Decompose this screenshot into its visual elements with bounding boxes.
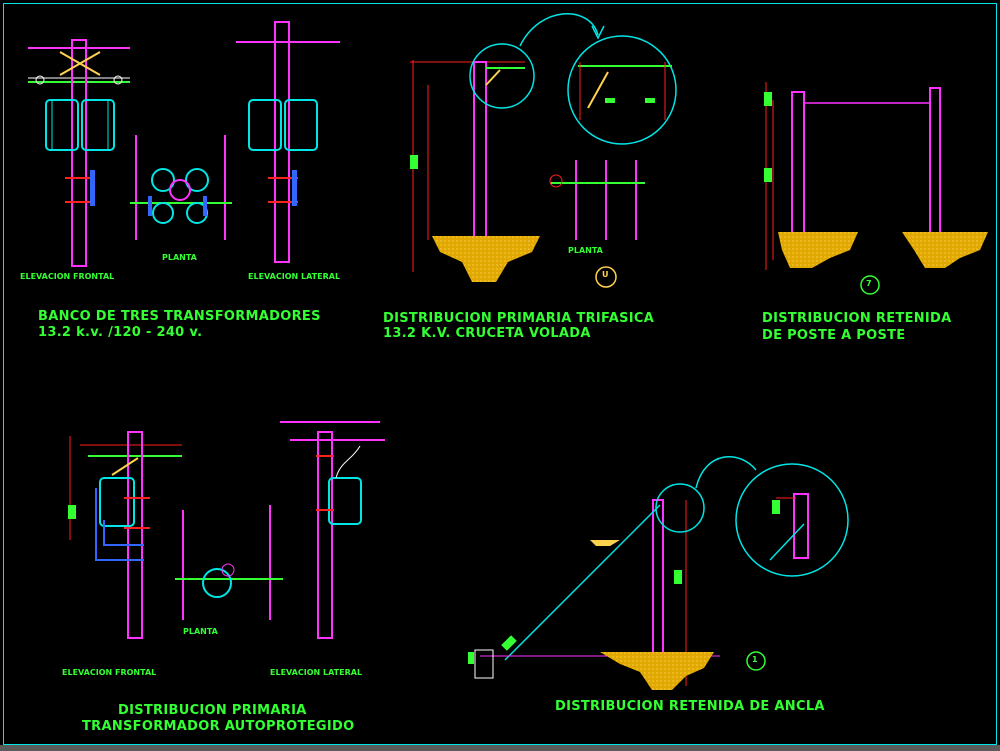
retenida-ancla-marker: 1 <box>752 655 758 664</box>
status-bar <box>0 745 1000 751</box>
banco-title-line2: 13.2 k.v. /120 - 240 v. <box>38 325 203 340</box>
banco-lateral-view <box>236 21 340 263</box>
trifasica-elevation <box>410 13 677 282</box>
trifasica-planta <box>549 160 645 288</box>
autoprotegido-frontal-view <box>68 431 182 639</box>
retenida-ancla-title: DISTRIBUCION RETENIDA DE ANCLA <box>555 699 825 714</box>
banco-planta-label: PLANTA <box>162 253 197 262</box>
autoprotegido-title-line1: DISTRIBUCION PRIMARIA <box>118 703 307 718</box>
trifasica-marker-u: U <box>602 270 609 279</box>
drawing-frame <box>3 3 997 745</box>
banco-frontal-view <box>28 39 130 267</box>
autoprotegido-planta-view <box>175 505 283 620</box>
autoprotegido-title-line2: TRANSFORMADOR AUTOPROTEGIDO <box>82 719 355 734</box>
autoprotegido-lateral-view <box>280 421 385 639</box>
retenida-poste-title-line1: DISTRIBUCION RETENIDA <box>762 311 952 326</box>
retenida-poste-view <box>764 82 988 295</box>
banco-planta-view <box>130 135 232 240</box>
trifasica-title-line2: 13.2 K.V. CRUCETA VOLADA <box>383 326 591 341</box>
banco-title-line1: BANCO DE TRES TRANSFORMADORES <box>38 309 321 324</box>
retenida-poste-title-line2: DE POSTE A POSTE <box>762 328 906 343</box>
autoprotegido-planta-label: PLANTA <box>183 627 218 636</box>
autoprotegido-elev-lateral-label: ELEVACION LATERAL <box>270 668 363 677</box>
retenida-poste-marker: 7 <box>866 279 872 288</box>
banco-elev-frontal-label: ELEVACION FRONTAL <box>20 272 115 281</box>
trifasica-planta-label: PLANTA <box>568 246 603 255</box>
autoprotegido-elev-frontal-label: ELEVACION FRONTAL <box>62 668 157 677</box>
retenida-ancla-view <box>468 456 849 690</box>
trifasica-title-line1: DISTRIBUCION PRIMARIA TRIFASICA <box>383 311 655 326</box>
banco-elev-lateral-label: ELEVACION LATERAL <box>248 272 341 281</box>
